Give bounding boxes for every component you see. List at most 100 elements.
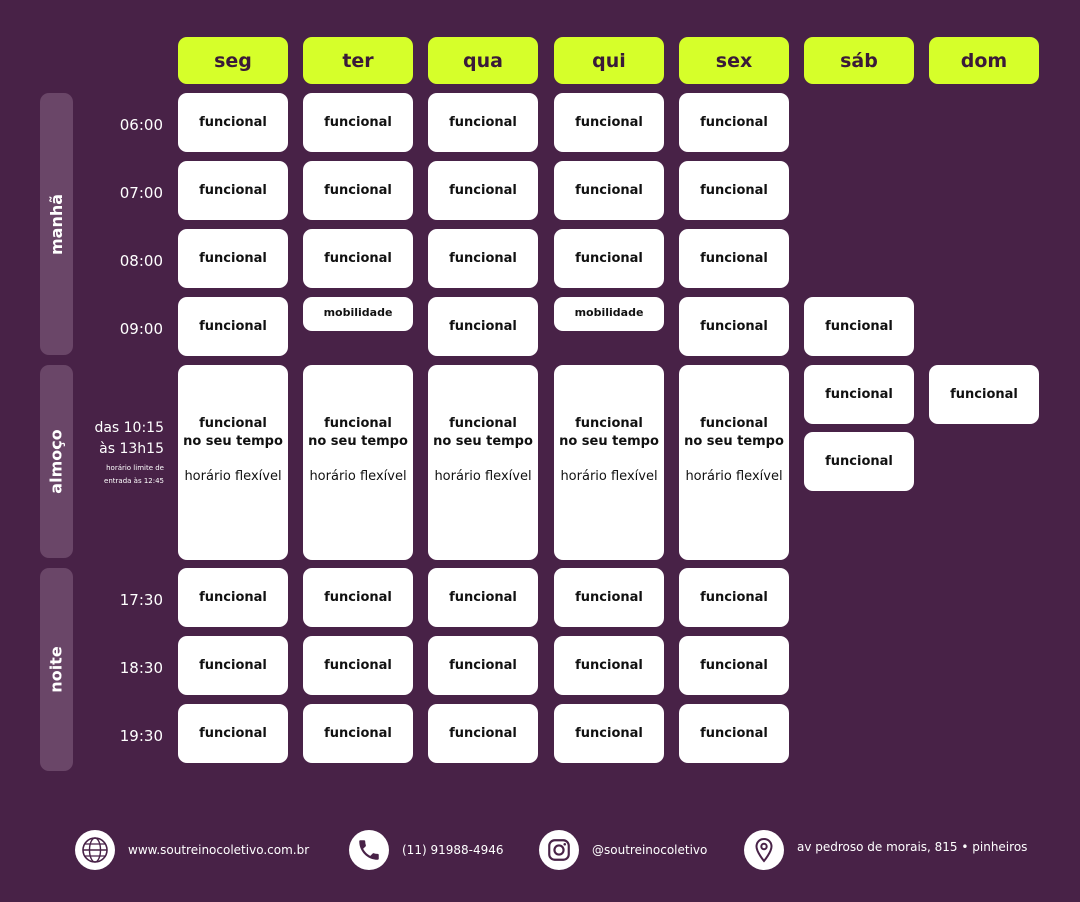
class-label: funcional	[324, 658, 392, 673]
class-label: funcional	[575, 590, 643, 605]
period-bar-night: noite	[40, 568, 73, 771]
class-title: funcional no seu tempo	[684, 415, 784, 451]
class-label: funcional	[324, 115, 392, 130]
class-label: funcional	[324, 726, 392, 741]
class-label: no seu tempo	[684, 434, 784, 449]
class-label: mobilidade	[323, 306, 393, 319]
class-label: funcional	[700, 416, 768, 431]
class-label: funcional	[449, 416, 517, 431]
class-slot-no-seu-tempo: funcional no seu tempo horário flexível	[428, 365, 538, 560]
class-slot-funcional: funcional	[178, 636, 288, 695]
footer-phone[interactable]: (11) 91988-4946	[349, 828, 504, 872]
class-label: funcional	[575, 183, 643, 198]
lunch-note-2: entrada às 12:45	[104, 477, 164, 485]
lunch-note-1: horário limite de	[106, 464, 164, 472]
class-label: funcional	[700, 658, 768, 673]
day-header-seg: seg	[178, 37, 288, 84]
day-label: qua	[463, 49, 503, 72]
day-label: dom	[960, 49, 1008, 72]
class-slot-funcional: funcional	[178, 704, 288, 763]
class-slot-funcional: funcional	[679, 636, 789, 695]
period-label: almoço	[47, 429, 67, 494]
class-label: no seu tempo	[559, 434, 659, 449]
location-pin-icon	[744, 830, 784, 870]
class-label: funcional	[199, 726, 267, 741]
class-label: mobilidade	[574, 306, 644, 319]
class-label: funcional	[449, 183, 517, 198]
class-slot-funcional: funcional	[804, 365, 914, 424]
class-label: funcional	[449, 319, 517, 334]
day-label: sex	[715, 49, 753, 72]
lunch-time-from: das 10:15	[94, 420, 164, 436]
class-label: funcional	[199, 319, 267, 334]
day-label: qui	[592, 49, 626, 72]
footer-instagram[interactable]: @soutreinocoletivo	[539, 828, 707, 872]
instagram-handle[interactable]: @soutreinocoletivo	[592, 843, 708, 857]
lunch-time-to: às 13h15	[99, 441, 164, 457]
day-header-dom: dom	[929, 37, 1039, 84]
period-bar-morning: manhã	[40, 93, 73, 355]
class-slot-funcional: funcional	[428, 704, 538, 763]
time-label: 08:00	[119, 252, 163, 270]
class-slot-funcional: funcional	[554, 568, 664, 627]
footer-address[interactable]: av pedroso de morais, 815 • pinheiros	[744, 828, 1027, 872]
class-slot-funcional: funcional	[679, 704, 789, 763]
address-text[interactable]: av pedroso de morais, 815 • pinheiros	[797, 840, 1028, 854]
class-label: funcional	[700, 590, 768, 605]
time-label: 09:00	[119, 320, 163, 338]
website-link[interactable]: www.soutreinocoletivo.com.br	[128, 843, 310, 857]
class-label: funcional	[199, 183, 267, 198]
class-slot-mobilidade: mobilidade	[303, 297, 413, 331]
class-slot-funcional: funcional	[428, 636, 538, 695]
class-label: funcional	[324, 183, 392, 198]
class-label: funcional	[199, 251, 267, 266]
class-schedule-note: horário flexível	[184, 469, 282, 484]
class-label: funcional	[700, 115, 768, 130]
day-header-sex: sex	[679, 37, 789, 84]
class-slot-funcional: funcional	[804, 297, 914, 356]
class-label: funcional	[700, 726, 768, 741]
class-label: funcional	[950, 387, 1018, 402]
class-slot-funcional: funcional	[679, 161, 789, 220]
lunch-time-label: das 10:15 às 13h15 horário limite de ent…	[84, 418, 164, 486]
class-label: funcional	[825, 319, 893, 334]
class-schedule-note: horário flexível	[560, 469, 658, 484]
day-header-sab: sáb	[804, 37, 914, 84]
class-slot-funcional: funcional	[554, 93, 664, 152]
class-label: funcional	[199, 416, 267, 431]
footer-website[interactable]: www.soutreinocoletivo.com.br	[75, 828, 309, 872]
class-label: no seu tempo	[308, 434, 408, 449]
day-label: ter	[342, 49, 374, 72]
class-slot-funcional: funcional	[554, 161, 664, 220]
class-label: funcional	[449, 590, 517, 605]
class-slot-funcional: funcional	[428, 297, 538, 356]
class-label: funcional	[700, 251, 768, 266]
day-header-qui: qui	[554, 37, 664, 84]
phone-number[interactable]: (11) 91988-4946	[402, 843, 504, 857]
class-slot-funcional: funcional	[804, 432, 914, 491]
period-label: manhã	[47, 193, 67, 255]
class-slot-funcional: funcional	[303, 704, 413, 763]
class-schedule-note: horário flexível	[434, 469, 532, 484]
globe-icon	[75, 830, 115, 870]
class-slot-funcional: funcional	[303, 568, 413, 627]
class-label: funcional	[324, 590, 392, 605]
class-label: funcional	[825, 387, 893, 402]
class-label: funcional	[700, 183, 768, 198]
class-label: funcional	[575, 658, 643, 673]
class-label: funcional	[575, 251, 643, 266]
class-slot-funcional: funcional	[554, 704, 664, 763]
class-slot-funcional: funcional	[428, 161, 538, 220]
class-slot-funcional: funcional	[929, 365, 1039, 424]
class-slot-funcional: funcional	[428, 568, 538, 627]
class-label: no seu tempo	[433, 434, 533, 449]
day-label: sáb	[840, 49, 878, 72]
class-slot-funcional: funcional	[303, 229, 413, 288]
class-label: funcional	[199, 590, 267, 605]
